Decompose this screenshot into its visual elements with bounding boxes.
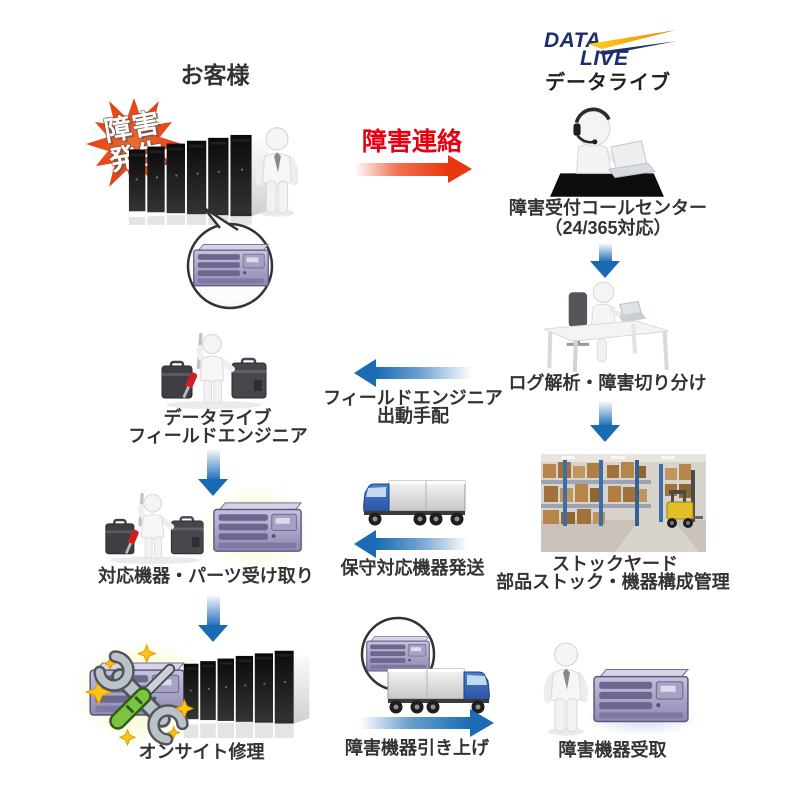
arrow-down-engineer-to-receive-icon <box>198 450 228 496</box>
customer-person-icon <box>252 126 302 218</box>
dispatch-caption-line2: 出動手配 <box>377 406 449 426</box>
receipt-server-icon <box>593 668 689 723</box>
dispatch-caption-line1: フィールドエンジニア <box>323 388 503 408</box>
arrow-down-callcenter-to-analysis-icon <box>590 244 620 278</box>
receipt-caption: 障害機器受取 <box>558 740 667 760</box>
onsite-caption: オンサイト修理 <box>138 742 265 762</box>
report-arrow-label: 障害連絡 <box>361 128 462 156</box>
server-closeup-bubble-icon <box>186 208 274 310</box>
company-label: データライブ <box>545 72 671 94</box>
arrow-down-receive-to-onsite-icon <box>198 596 228 642</box>
stockyard-warehouse-image <box>541 454 706 552</box>
receipt-person-icon <box>540 640 592 738</box>
receive-caption: 対応機器・パーツ受け取り <box>98 566 314 586</box>
failure-burst-icon <box>86 98 182 189</box>
callcenter-operator-icon <box>546 102 668 199</box>
engineer-caption-line2: フィールドエンジニア <box>128 426 308 446</box>
callcenter-caption-line1: 障害受付コールセンター <box>509 198 707 218</box>
logo-word-bottom: LIVE <box>580 47 629 70</box>
shipping-truck-icon <box>363 480 466 526</box>
field-engineer-icon <box>158 332 270 410</box>
arrow-left-shipping-icon <box>354 530 468 558</box>
pickup-caption: 障害機器引き上げ <box>345 738 489 758</box>
repair-tools-icon <box>84 644 198 748</box>
onsite-server-rack-icon <box>183 650 310 738</box>
arrow-right-report-icon <box>354 154 472 184</box>
log-analysis-caption: ログ解析・障害切り分け <box>508 373 707 393</box>
logo-swoosh-icon <box>588 30 677 55</box>
callcenter-caption-line2: （24/365対応） <box>544 218 672 238</box>
arrow-left-dispatch-icon <box>354 359 472 387</box>
arrow-down-analysis-to-stockyard-icon <box>590 402 620 442</box>
receive-engineer-icon <box>102 492 207 565</box>
stockyard-caption-line1: ストックヤード <box>552 554 678 574</box>
datalive-logo: DATA LIVE <box>538 28 678 70</box>
receive-server-icon <box>213 502 302 552</box>
logo-word-top: DATA <box>544 29 602 52</box>
log-analysis-engineer-icon <box>538 278 676 375</box>
arrow-right-pickup-icon <box>360 709 494 737</box>
shipping-caption: 保守対応機器発送 <box>340 558 485 578</box>
engineer-caption-line1: データライブ <box>163 408 272 428</box>
stockyard-caption-line2: 部品ストック・機器構成管理 <box>496 572 730 592</box>
customer-section-title: お客様 <box>180 62 250 88</box>
